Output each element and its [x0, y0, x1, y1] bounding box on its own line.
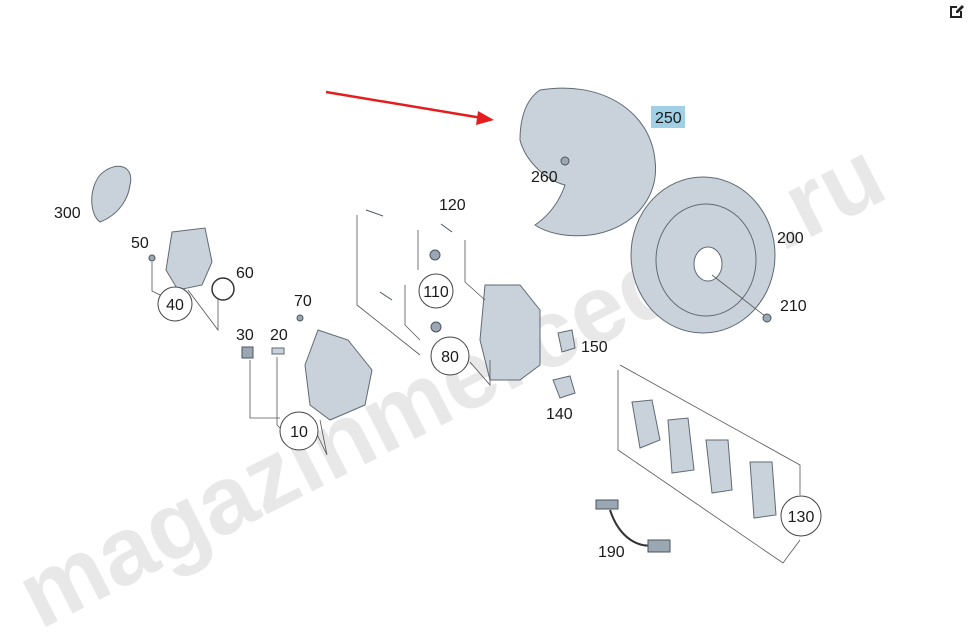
callout-110[interactable]: 110 — [423, 284, 449, 301]
callout-40[interactable]: 40 — [166, 297, 184, 314]
callout-30[interactable]: 30 — [236, 327, 254, 344]
wear-sensor-part[interactable] — [595, 499, 671, 553]
brake-disc-part[interactable] — [630, 176, 776, 334]
callout-150[interactable]: 150 — [581, 339, 608, 356]
part-300[interactable] — [91, 165, 132, 223]
callout-70[interactable]: 70 — [294, 293, 312, 310]
callout-190[interactable]: 190 — [598, 544, 625, 561]
bubble-130[interactable] — [780, 495, 822, 537]
bubble-10[interactable] — [279, 411, 319, 451]
bolt-120-part[interactable] — [440, 223, 453, 233]
edit-icon[interactable] — [948, 2, 966, 20]
brake-shield-part[interactable] — [519, 87, 657, 237]
callout-10[interactable]: 10 — [290, 424, 308, 441]
part-30[interactable] — [241, 346, 254, 359]
bolt-part-2[interactable] — [379, 291, 393, 301]
part-70[interactable] — [296, 314, 304, 322]
bubble-80[interactable] — [430, 336, 470, 376]
callout-50[interactable]: 50 — [131, 235, 149, 252]
clip-140-part[interactable] — [552, 375, 576, 399]
callout-130[interactable]: 130 — [788, 509, 815, 526]
callout-260[interactable]: 260 — [531, 169, 558, 186]
cap-part[interactable] — [429, 249, 441, 261]
bolt-part[interactable] — [365, 209, 384, 217]
callout-120[interactable]: 120 — [439, 197, 466, 214]
part-20[interactable] — [271, 347, 285, 355]
screw-50-part[interactable] — [148, 254, 156, 262]
callout-60[interactable]: 60 — [236, 265, 254, 282]
callout-300[interactable]: 300 — [54, 205, 81, 222]
edit-icon-glyph — [950, 5, 964, 18]
callout-250[interactable]: 250 — [655, 110, 682, 127]
screw-260-part[interactable] — [560, 156, 570, 166]
caliper-part[interactable] — [304, 329, 373, 421]
callout-20[interactable]: 20 — [270, 327, 288, 344]
carrier-part[interactable] — [479, 284, 541, 381]
callout-140[interactable]: 140 — [546, 406, 573, 423]
actuator-part[interactable] — [165, 227, 213, 291]
callout-80[interactable]: 80 — [441, 349, 459, 366]
brake-pads-part[interactable] — [631, 399, 777, 519]
highlight-250 — [651, 106, 685, 128]
bubble-110[interactable] — [418, 273, 454, 309]
screw-210-part[interactable] — [762, 313, 772, 323]
pointer-arrow — [325, 90, 494, 125]
callout-200[interactable]: 200 — [777, 230, 804, 247]
clip-150-part[interactable] — [557, 329, 576, 353]
o-ring-part[interactable] — [211, 277, 235, 301]
callout-210[interactable]: 210 — [780, 298, 807, 315]
cap-part-2[interactable] — [430, 321, 442, 333]
bubble-40[interactable] — [157, 286, 193, 322]
